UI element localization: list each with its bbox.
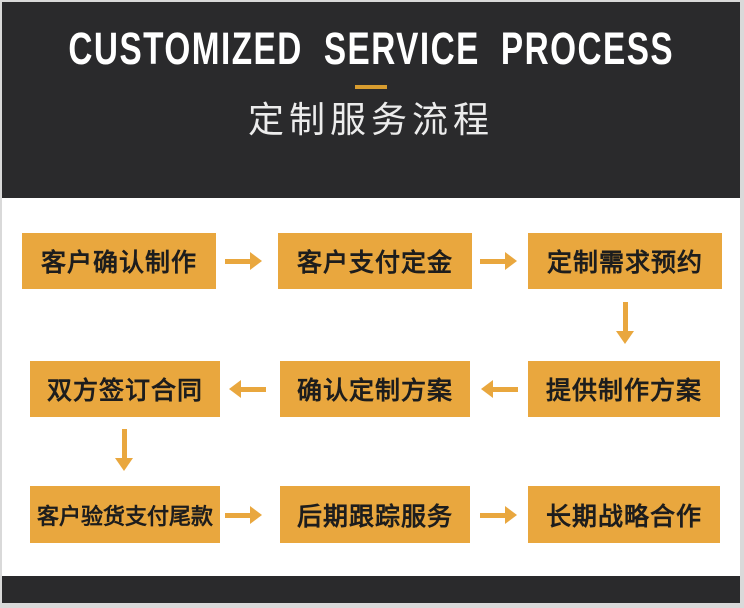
footer-bar bbox=[2, 576, 740, 603]
arrow-down-icon bbox=[115, 429, 133, 471]
arrow-left-icon bbox=[229, 380, 266, 398]
arrow-right-icon bbox=[225, 506, 262, 524]
arrow-down-icon bbox=[616, 302, 634, 344]
flow-step-box: 客户确认制作 bbox=[22, 233, 216, 289]
arrow-right-icon bbox=[480, 506, 517, 524]
title-chinese: 定制服务流程 bbox=[247, 99, 494, 140]
flow-step-box: 客户验货支付尾款 bbox=[30, 486, 220, 543]
title-english: CUSTOMIZED SERVICE PROCESS bbox=[68, 23, 674, 74]
flow-step-box: 长期战略合作 bbox=[528, 486, 720, 543]
arrow-right-icon bbox=[225, 252, 262, 270]
flow-step-box: 确认定制方案 bbox=[280, 361, 470, 417]
flow-step-box: 定制需求预约 bbox=[528, 233, 722, 289]
flow-step-box: 提供制作方案 bbox=[528, 361, 720, 417]
header-banner: CUSTOMIZED SERVICE PROCESS 定制服务流程 bbox=[2, 2, 740, 198]
flow-step-box: 双方签订合同 bbox=[30, 361, 220, 417]
flow-step-box: 后期跟踪服务 bbox=[280, 486, 470, 543]
arrow-right-icon bbox=[480, 252, 517, 270]
arrow-left-icon bbox=[481, 380, 518, 398]
gold-divider-line bbox=[355, 85, 387, 89]
flow-step-box: 客户支付定金 bbox=[278, 233, 472, 289]
